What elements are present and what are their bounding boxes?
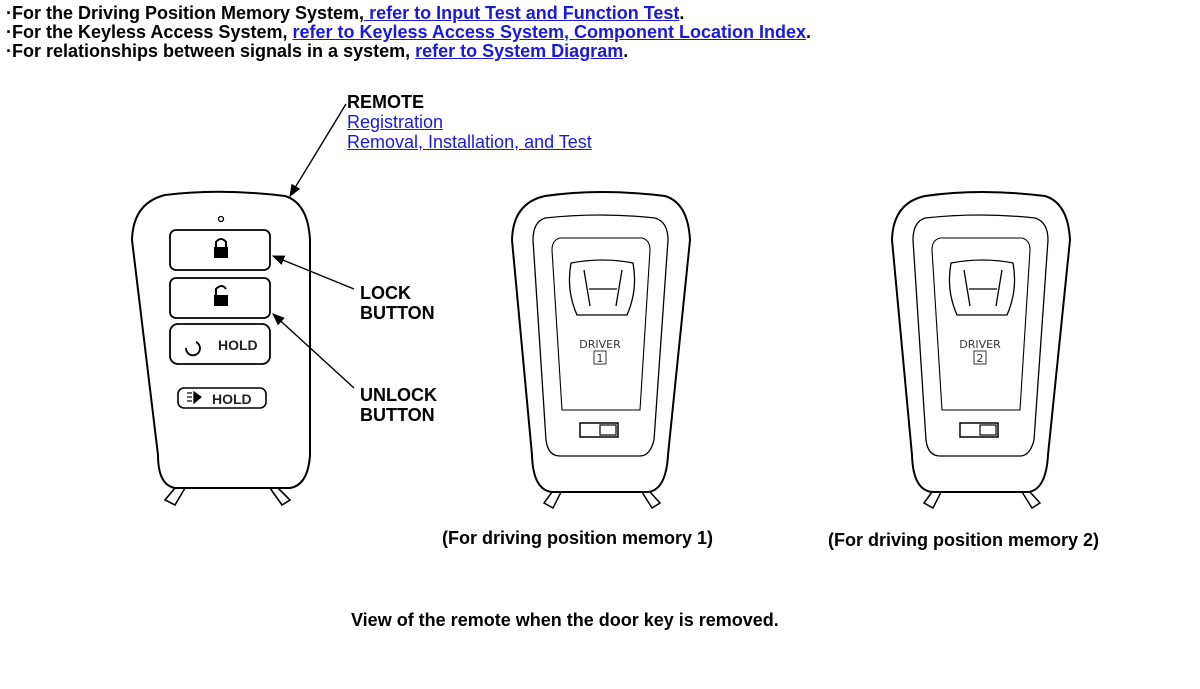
link-system-diagram[interactable]: refer to System Diagram <box>415 41 624 61</box>
link-component-location-index[interactable]: refer to Keyless Access System, Componen… <box>292 22 806 42</box>
driver-label-2: DRIVER <box>959 338 1001 351</box>
note-text: ·For relationships between signals in a … <box>6 41 416 61</box>
footer-caption: View of the remote when the door key is … <box>351 610 779 630</box>
hold-label-1: HOLD <box>218 337 258 353</box>
driver-number-box-1 <box>593 350 607 365</box>
note-suffix: . <box>679 3 685 23</box>
unlock-label-line2: BUTTON <box>360 405 435 425</box>
lock-icon <box>214 238 228 258</box>
note-text: ·For the Keyless Access System, <box>6 22 293 42</box>
lock-callout-arrow <box>271 255 355 290</box>
trunk-icon <box>187 390 202 405</box>
note-suffix: . <box>805 22 811 42</box>
note-system-diagram: ·For relationships between signals in a … <box>6 42 811 61</box>
note-driving-position: ·For the Driving Position Memory System,… <box>6 4 811 23</box>
link-registration[interactable]: Registration <box>347 112 444 132</box>
honda-logo-icon <box>948 259 1016 316</box>
hold-label-2: HOLD <box>212 391 252 407</box>
remote-title: REMOTE <box>347 92 425 112</box>
trunk-hold-button: HOLD <box>177 387 267 409</box>
lock-label-line1: LOCK <box>360 283 411 303</box>
link-removal-installation-test[interactable]: Removal, Installation, and Test <box>347 132 592 152</box>
honda-logo-icon <box>568 259 636 316</box>
lock-button <box>169 229 271 271</box>
remote-callout-arrow <box>289 103 347 198</box>
caption-driver-1: (For driving position memory 1) <box>442 528 714 548</box>
unlock-icon <box>214 285 228 306</box>
unlock-button-label: UNLOCK BUTTON <box>360 385 437 425</box>
driver-number-box-2 <box>973 350 987 365</box>
panic-icon <box>185 341 201 357</box>
remote-fob-back-driver-1 <box>510 191 692 510</box>
unlock-label-line1: UNLOCK <box>360 385 437 405</box>
note-suffix: . <box>623 41 629 61</box>
unlock-button <box>169 277 271 319</box>
driver-number-2: 2 <box>977 352 984 365</box>
remote-callout: REMOTE Registration Removal, Installatio… <box>347 92 592 152</box>
remote-fob-back-driver-2 <box>890 191 1072 510</box>
driver-label-1: DRIVER <box>579 338 621 351</box>
link-input-test[interactable]: refer to Input Test and Function Test <box>364 3 680 23</box>
driver-number-1: 1 <box>597 352 604 365</box>
unlock-callout-arrow <box>272 313 355 389</box>
panic-hold-button: HOLD <box>169 323 271 365</box>
lock-label-line2: BUTTON <box>360 303 435 323</box>
note-keyless-access: ·For the Keyless Access System, refer to… <box>6 23 811 42</box>
reference-notes: ·For the Driving Position Memory System,… <box>6 4 811 61</box>
caption-driver-2: (For driving position memory 2) <box>828 530 1100 550</box>
lock-button-label: LOCK BUTTON <box>360 283 435 323</box>
note-text: ·For the Driving Position Memory System, <box>6 3 365 23</box>
